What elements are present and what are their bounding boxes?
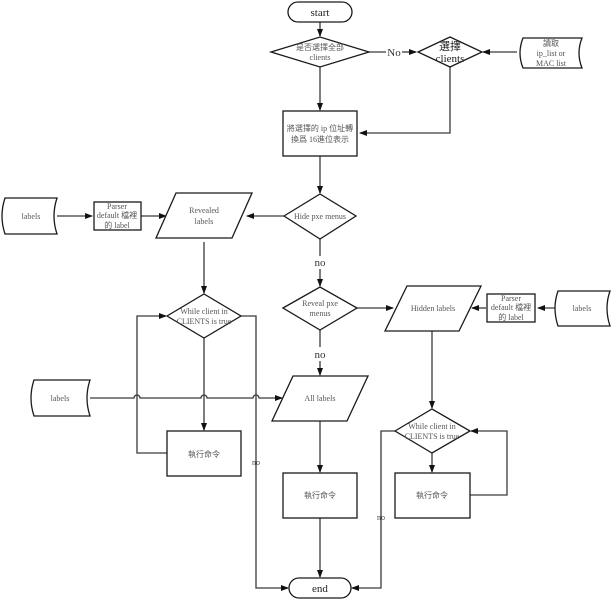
reveal-menus-line2: menus (310, 309, 331, 318)
start-terminal: start (287, 1, 353, 23)
edge-while-left-no-to-end (241, 315, 289, 591)
convert-line2: 換爲 16進位表示 (291, 134, 349, 144)
parser-right-process: Parser default 檔裡 的 label (486, 293, 536, 323)
parser-left-line1: Parser (107, 202, 127, 211)
convert-line1: 將選擇的 ip 位址轉 (287, 123, 353, 133)
while-left-line2: CLIENTS is true (177, 317, 232, 326)
hidden-labels-io: Hidden labels (383, 285, 483, 332)
read-list-data: 讀取 ip_list or MAC list (519, 37, 583, 69)
edge-exec-left-loop (136, 313, 167, 454)
while-right-line1: While client in (408, 422, 456, 431)
edge-label-no-select-all: No (387, 47, 401, 59)
parser-right-line1: Parser (501, 294, 521, 303)
edge-label-no-hide: no (315, 257, 327, 269)
edge-labels-to-all-labels (90, 394, 283, 401)
start-label: start (311, 7, 330, 19)
convert-process: 將選擇的 ip 位址轉 換爲 16進位表示 (282, 110, 358, 157)
reveal-menus-decision: Reveal pxe menus (281, 286, 359, 331)
labels-left-mid-label: labels (51, 394, 70, 403)
end-terminal: end (288, 577, 352, 599)
select-all-label-line1: 是否選擇全部 (296, 42, 344, 52)
while-left-decision: While client in CLIENTS is true (165, 293, 243, 339)
edge-label-no-while-left: no (252, 458, 260, 467)
labels-left-top-data: labels (1, 197, 58, 235)
edge-label-no-while-right: no (377, 513, 385, 522)
labels-left-mid-data: labels (30, 379, 91, 417)
exec-right-label: 執行命令 (416, 490, 448, 500)
revealed-labels-io: Revealed labels (154, 192, 254, 239)
while-left-line1: While client in (180, 307, 228, 316)
read-list-line3: MAC list (536, 59, 567, 68)
read-list-line2: ip_list or (537, 49, 566, 58)
exec-left-label: 執行命令 (188, 449, 220, 459)
exec-left-process: 執行命令 (166, 430, 242, 477)
edge-select-clients-to-convert (359, 67, 451, 136)
all-labels-io: All labels (270, 375, 370, 422)
hide-menus-decision: Hide pxe menus (282, 193, 358, 240)
labels-left-top-label: labels (22, 212, 41, 221)
parser-left-line2: default 檔裡 (97, 210, 137, 220)
hidden-labels-label: Hidden labels (411, 304, 455, 313)
labels-right-data: labels (554, 290, 611, 327)
edge-exec-right-loop (470, 428, 508, 496)
exec-center-process: 執行命令 (282, 472, 358, 519)
parser-left-line3: 的 label (104, 220, 130, 230)
while-right-decision: While client in CLIENTS is true (393, 408, 472, 454)
hide-menus-label: Hide pxe menus (294, 212, 346, 221)
parser-right-line3: 的 label (498, 312, 524, 322)
edge-while-right-no-to-end (351, 430, 395, 591)
revealed-labels-line1: Revealed (189, 206, 219, 215)
select-clients-label-line1: 選擇 (439, 39, 461, 53)
select-all-decision: 是否選擇全部 clients (268, 36, 372, 68)
all-labels-label: All labels (305, 394, 336, 403)
select-all-label-line2: clients (310, 53, 331, 62)
exec-right-process: 執行命令 (394, 472, 471, 519)
connectors (57, 22, 556, 591)
select-clients-decision: 選擇 clients (416, 36, 484, 68)
reveal-menus-line1: Reveal pxe (302, 299, 338, 308)
parser-left-process: Parser default 檔裡 的 label (93, 201, 142, 231)
end-label: end (312, 583, 328, 595)
edge-label-no-reveal: no (315, 349, 327, 361)
read-list-line1: 讀取 (543, 38, 559, 48)
select-clients-label-line2: clients (436, 53, 465, 65)
labels-right-label: labels (573, 304, 592, 313)
while-right-line2: CLIENTS is true (405, 432, 460, 441)
revealed-labels-line2: labels (195, 217, 214, 226)
parser-right-line2: default 檔裡 (491, 302, 531, 312)
exec-center-label: 執行命令 (304, 490, 336, 500)
